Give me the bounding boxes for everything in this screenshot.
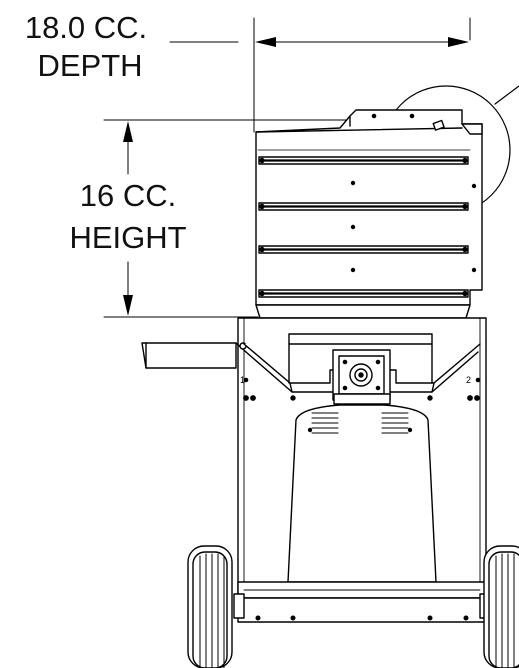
rack-slot — [258, 156, 469, 165]
depth-dimension-value: 18.0 CC. — [24, 10, 148, 45]
rack-slot — [258, 202, 469, 211]
cart-body — [141, 317, 491, 623]
side-shelf — [141, 342, 237, 369]
height-arrow-top — [123, 121, 133, 142]
height-arrow-bottom — [123, 295, 133, 316]
depth-arrow-left — [255, 37, 276, 47]
wheel-left — [187, 545, 233, 668]
side-label-left: 1 — [240, 375, 245, 385]
height-dimension-value: 16 CC. — [79, 178, 177, 213]
rack-slot — [258, 289, 469, 298]
depth-dimension-label: DEPTH — [37, 48, 143, 83]
oven-unit — [255, 109, 483, 319]
wheel-right — [483, 545, 519, 668]
height-dimension-label: HEIGHT — [69, 220, 187, 255]
side-label-right: 2 — [466, 375, 471, 385]
vent-left — [311, 412, 339, 434]
rack-slot — [258, 245, 469, 254]
height-dimension-line — [103, 119, 347, 318]
depth-arrow-right — [448, 37, 469, 47]
vent-right — [381, 412, 409, 434]
depth-dimension-line — [169, 17, 471, 133]
center-tank — [287, 404, 437, 583]
